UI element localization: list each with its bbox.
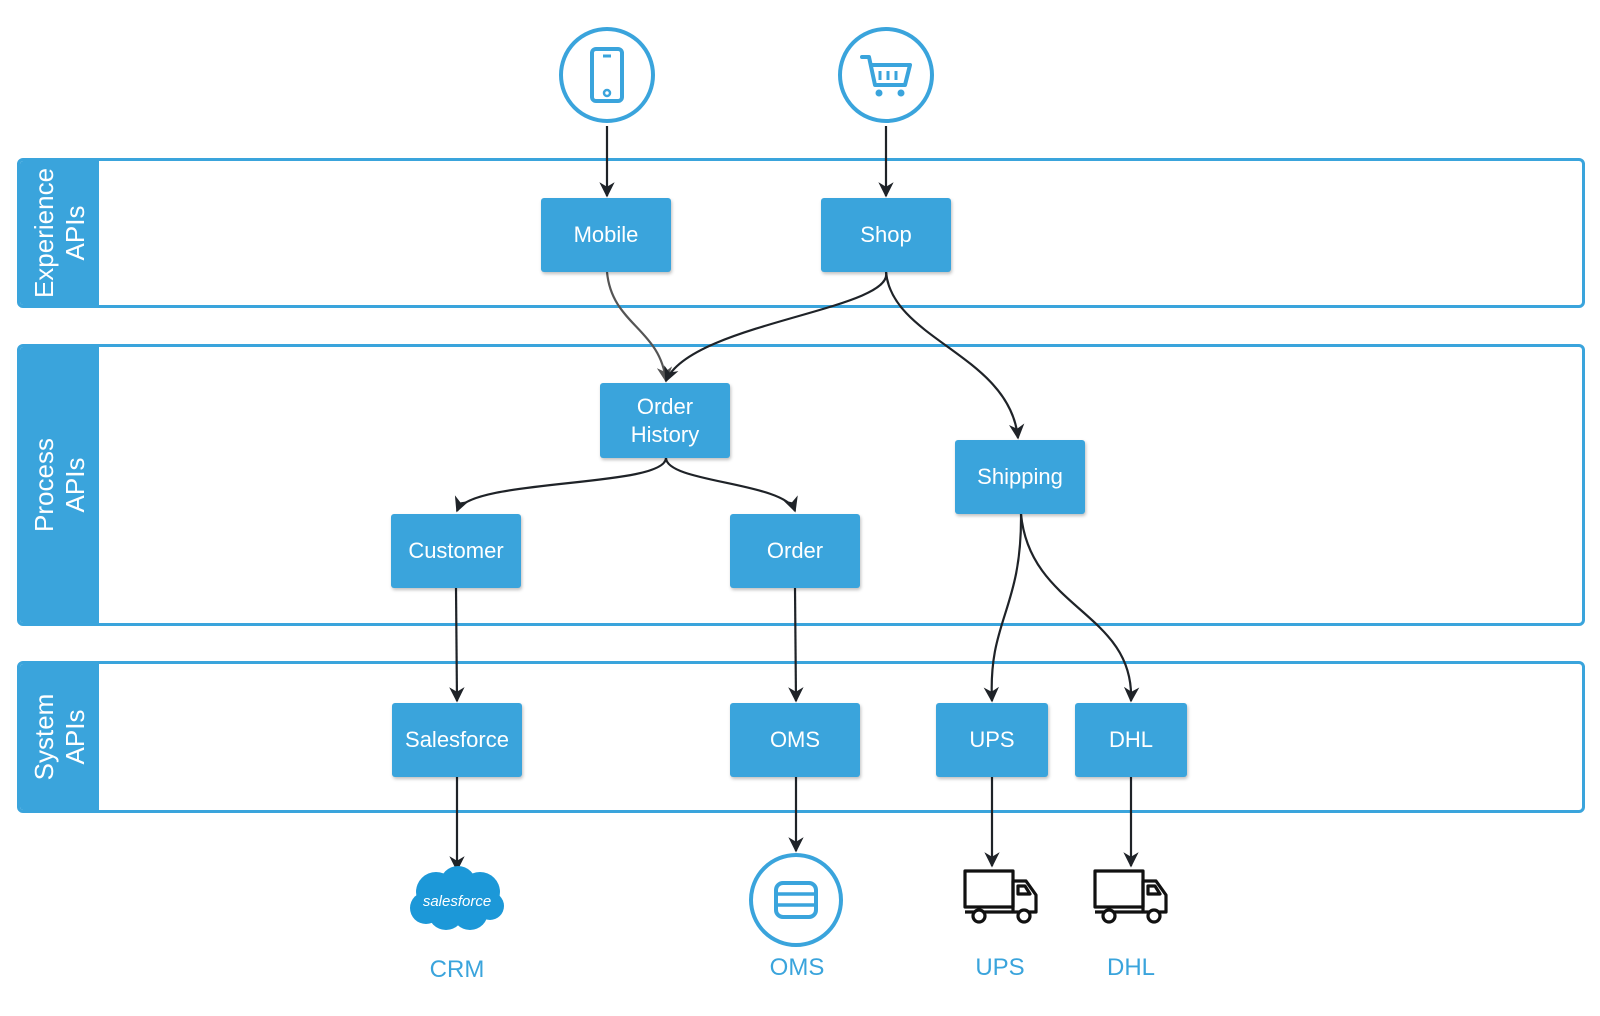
shop-api-node[interactable]: Shop xyxy=(821,198,951,272)
crm-caption: CRM xyxy=(429,956,485,983)
svg-text:salesforce: salesforce xyxy=(423,893,491,910)
ups-api-node[interactable]: UPS xyxy=(936,703,1048,777)
mobile-api-node[interactable]: Mobile xyxy=(541,198,671,272)
mobile-phone-icon xyxy=(559,27,655,123)
shipping-api-node[interactable]: Shipping xyxy=(955,440,1085,514)
database-icon xyxy=(749,853,843,947)
oms-api-node[interactable]: OMS xyxy=(730,703,860,777)
order-api-node[interactable]: Order xyxy=(730,514,860,588)
shopping-cart-icon xyxy=(838,27,934,123)
dhl-truck-icon xyxy=(1093,869,1168,924)
ups-caption: UPS xyxy=(975,954,1025,981)
salesforce-api-node[interactable]: Salesforce xyxy=(392,703,522,777)
dhl-caption: DHL xyxy=(1106,954,1155,981)
oms-caption: OMS xyxy=(769,954,825,981)
customer-api-node[interactable]: Customer xyxy=(391,514,521,588)
salesforce-cloud-logo: salesforce xyxy=(410,866,504,930)
ups-truck-icon xyxy=(963,869,1038,924)
dhl-api-node[interactable]: DHL xyxy=(1075,703,1187,777)
